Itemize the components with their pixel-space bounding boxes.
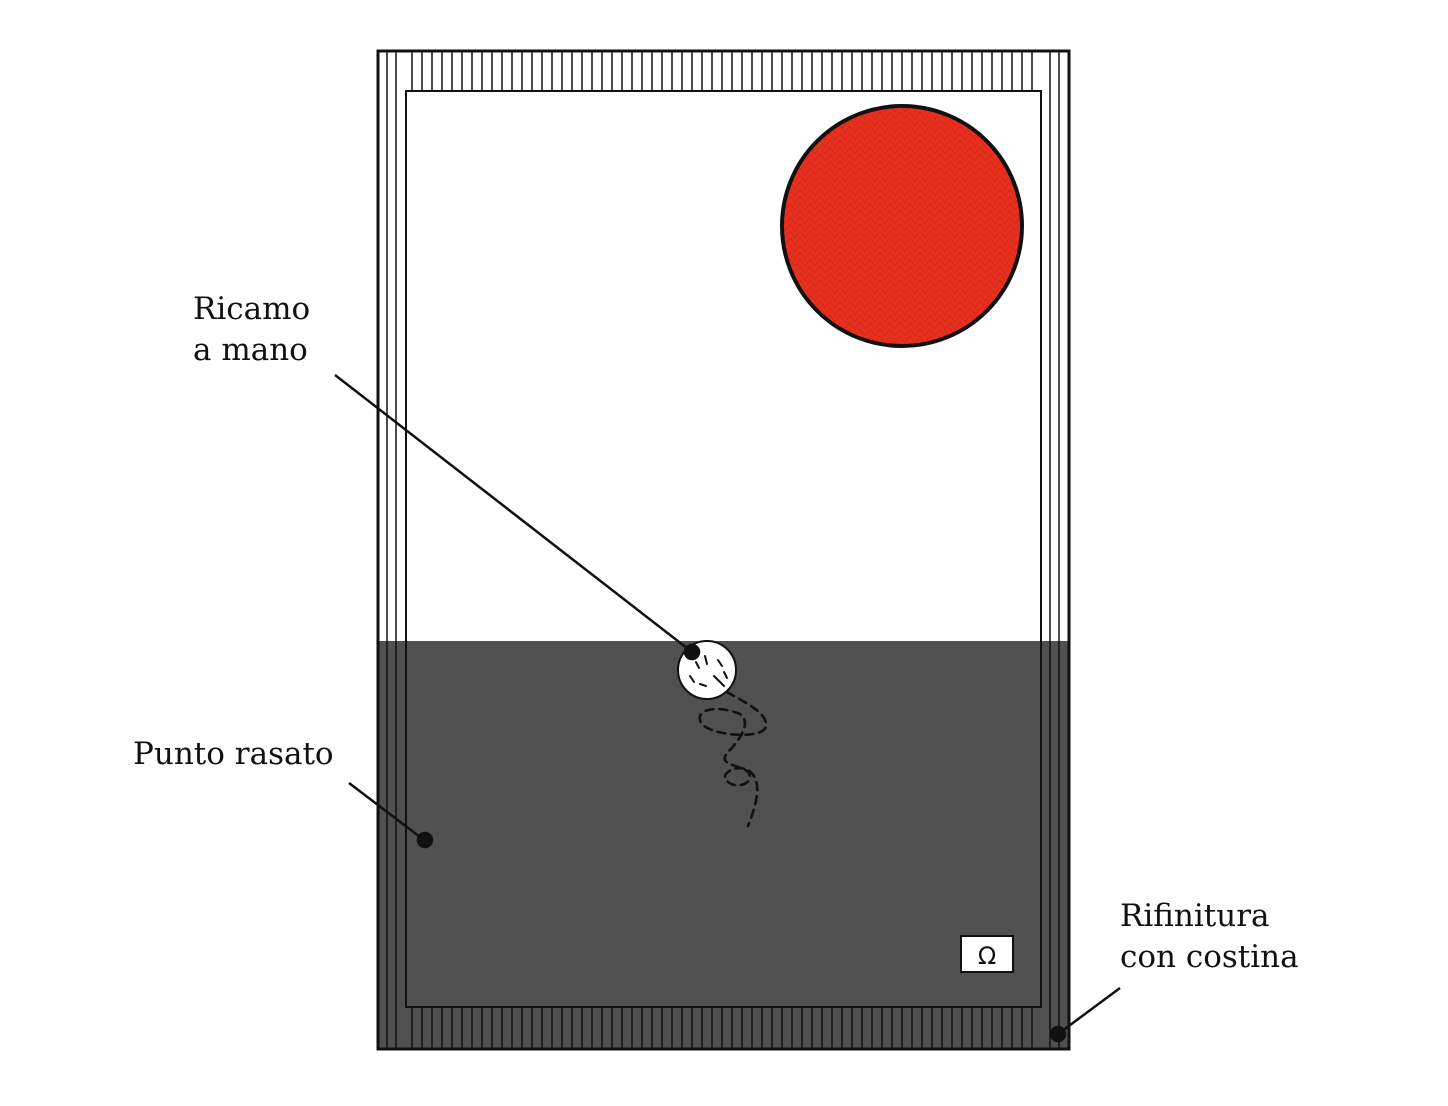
leader-stitch (348, 782, 425, 841)
callout-rib: Rifinitura con costina (1120, 896, 1299, 978)
callout-embroidery-line2: a mano (193, 332, 308, 368)
callout-stitch: Punto rasato (133, 734, 334, 775)
red-knit-swatch-icon (780, 104, 1024, 348)
leader-embroidery (334, 374, 693, 653)
leader-dot-stitch (416, 831, 434, 849)
leader-dot-embroidery (683, 643, 701, 661)
callout-rib-line1: Rifinitura (1120, 898, 1270, 934)
leader-lines (334, 374, 1121, 1043)
rib-border (386, 51, 1060, 1049)
embroidery-thread (698, 690, 768, 828)
svg-text:Ω: Ω (978, 942, 996, 970)
scarf-inner-edge (405, 90, 1042, 1008)
callout-embroidery-line1: Ricamo (193, 291, 311, 327)
callout-stitch-line1: Punto rasato (133, 736, 334, 772)
callout-rib-line2: con costina (1120, 939, 1299, 975)
leader-dot-rib (1049, 1025, 1067, 1043)
callout-embroidery: Ricamo a mano (193, 289, 310, 371)
leader-rib (1057, 986, 1121, 1036)
scarf-outline (376, 49, 1071, 1051)
dark-knit-section (378, 641, 1069, 1049)
omega-logo-icon: Ω (960, 935, 1014, 973)
